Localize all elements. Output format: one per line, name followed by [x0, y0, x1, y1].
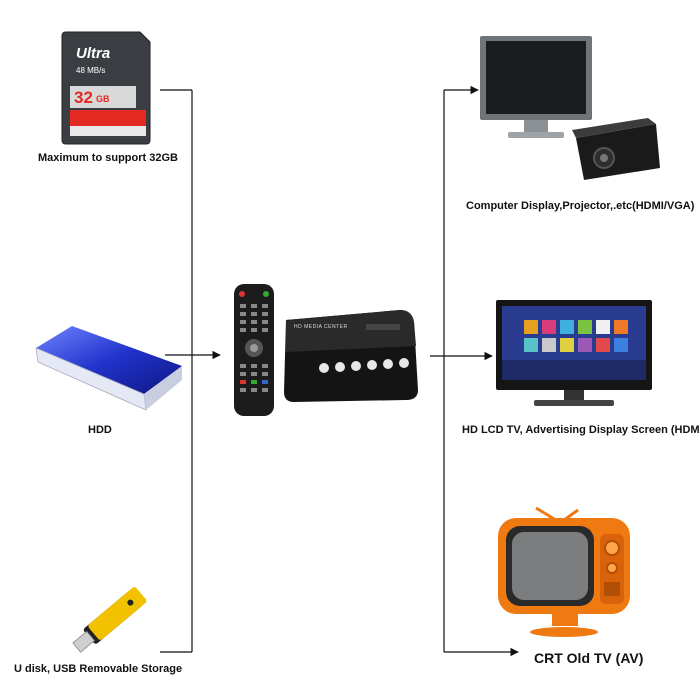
- sd-capacity-unit: GB: [96, 94, 110, 104]
- monitor-projector-icon: [476, 30, 662, 188]
- hdd-icon: [32, 318, 192, 418]
- sd-card-label: Maximum to support 32GB: [38, 152, 178, 164]
- sd-capacity-text: 32: [74, 88, 93, 107]
- sd-card-icon: Ultra 48 MB/s 32 GB: [60, 28, 156, 146]
- remote-control-icon: [232, 282, 276, 418]
- crt-tv-icon: [496, 506, 632, 640]
- player-label-text: HD MEDIA CENTER: [294, 324, 348, 330]
- media-player-icon: HD MEDIA CENTER: [280, 306, 424, 406]
- lcd-tv-icon: [494, 298, 654, 412]
- crt-tv-label: CRT Old TV (AV): [534, 650, 644, 666]
- sd-speed-text: 48 MB/s: [76, 66, 106, 75]
- usb-label: U disk, USB Removable Storage: [14, 663, 183, 675]
- lcd-tv-label: HD LCD TV, Advertising Display Screen (H…: [462, 424, 700, 436]
- sd-brand-text: Ultra: [76, 45, 111, 62]
- hdd-label: HDD: [88, 424, 112, 436]
- computer-display-label: Computer Display,Projector,.etc(HDMI/VGA…: [466, 200, 695, 212]
- usb-drive-icon: [62, 578, 162, 658]
